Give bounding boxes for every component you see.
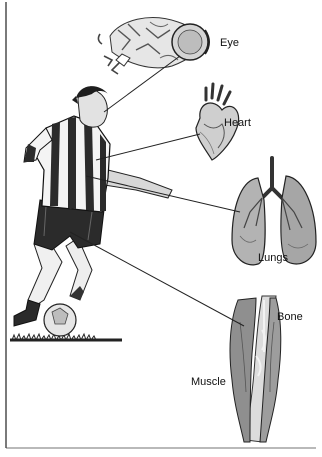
connector-muscle bbox=[70, 232, 244, 326]
label-bone: Bone bbox=[277, 311, 303, 323]
label-muscle: Muscle bbox=[191, 376, 226, 388]
connector-heart bbox=[96, 134, 200, 160]
label-lungs: Lungs bbox=[258, 252, 288, 264]
leg-muscle-bone-illustration bbox=[230, 296, 281, 442]
label-eye: Eye bbox=[220, 37, 239, 49]
soccer-player-illustration bbox=[10, 86, 172, 340]
label-heart: Heart bbox=[224, 117, 251, 129]
eye-illustration bbox=[98, 18, 209, 74]
lungs-illustration bbox=[232, 158, 316, 265]
connector-lungs bbox=[86, 176, 240, 212]
